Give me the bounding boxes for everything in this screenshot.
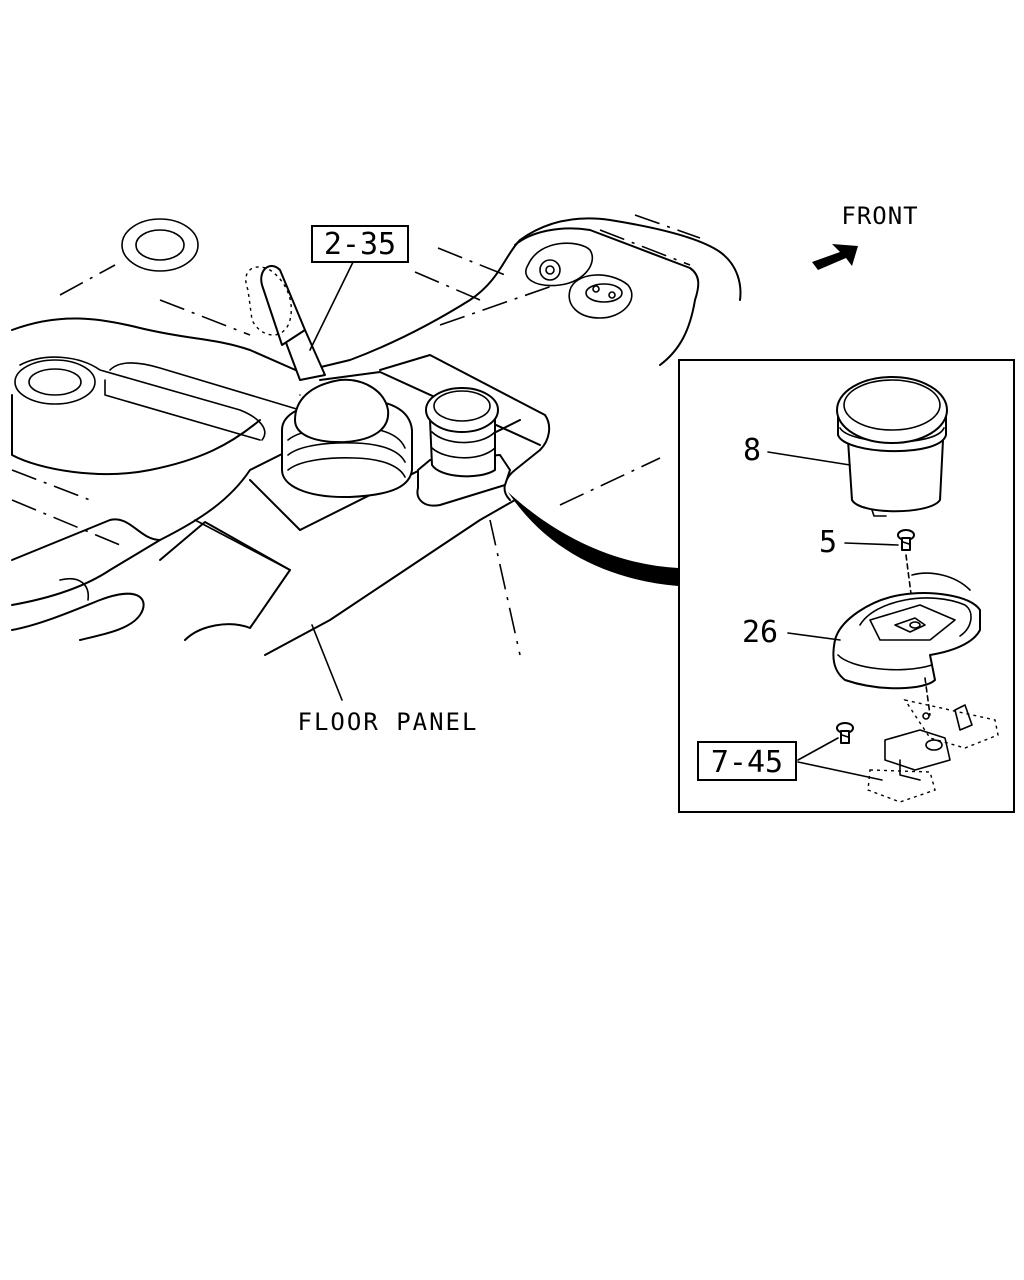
part-5-label: 5 [819, 525, 837, 560]
part-5-screw [897, 529, 915, 551]
leader-floor-panel [311, 624, 343, 701]
ref-label-7-45: 7-45 [711, 745, 783, 780]
console-cup-holder [416, 387, 511, 507]
ref-box-7-45: 7-45 [697, 741, 797, 781]
mounting-bracket [867, 698, 999, 803]
leader-part-8 [767, 451, 851, 466]
gear-shift-lever [245, 265, 413, 499]
part-26-label: 26 [742, 615, 778, 650]
base-axis [924, 677, 931, 716]
ref-box-2-35: 2-35 [311, 225, 409, 263]
front-label: FRONT [841, 202, 918, 230]
part-8-cup [836, 376, 948, 517]
leader-part-26 [787, 632, 841, 641]
part-26-holder-base [832, 572, 981, 690]
part-8-label: 8 [743, 433, 761, 468]
detail-inset-frame [678, 359, 1015, 813]
leader-7-45-a [797, 737, 839, 761]
ref-label-2-35: 2-35 [324, 227, 396, 262]
front-arrow-icon [812, 244, 858, 270]
leader-2-35 [309, 257, 356, 351]
floor-panel-label: FLOOR PANEL [298, 708, 479, 736]
floor-panel-drawing [11, 214, 742, 656]
part-7-45-screw [836, 722, 854, 744]
leader-7-45-b [797, 761, 883, 781]
leader-part-5 [844, 542, 899, 546]
detail-connector [508, 492, 678, 586]
